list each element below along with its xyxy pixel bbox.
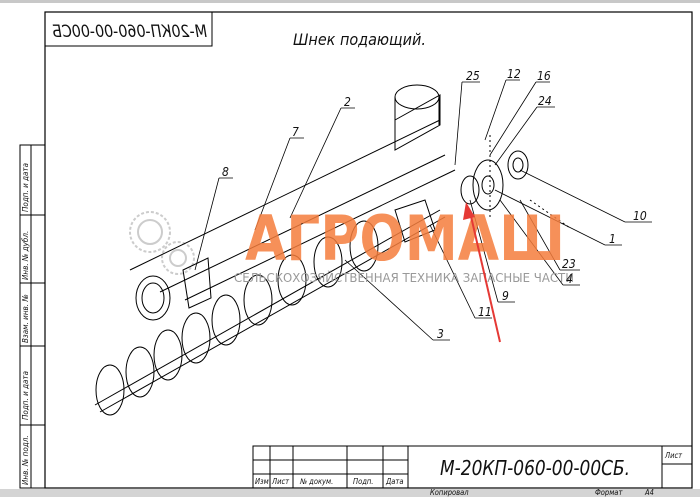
screw-flights xyxy=(94,209,446,416)
title-block xyxy=(252,445,693,489)
drawing-title: Шнек подающий. xyxy=(293,30,426,49)
watermark-brand: АГРОМАШ xyxy=(245,202,565,275)
sheet-label: Лист xyxy=(664,451,683,460)
pointer-arrow-icon xyxy=(463,202,501,343)
format-label: Формат xyxy=(595,488,623,497)
auger-assembly xyxy=(94,84,571,416)
callout-25: 25 xyxy=(466,69,480,83)
watermark-tagline: СЕЛЬСКОХОЗЯЙСТВЕННАЯ ТЕХНИКА ЗАПАСНЫЕ ЧА… xyxy=(234,270,574,285)
callout-10: 10 xyxy=(633,209,647,223)
status-strip xyxy=(0,489,700,497)
callout-3: 3 xyxy=(437,327,444,341)
callout-12: 12 xyxy=(507,67,521,81)
drawing-designation: М-20КП-060-00-00СБ. xyxy=(440,456,630,480)
col-doc: № докум. xyxy=(299,477,333,486)
callout-16: 16 xyxy=(537,69,551,83)
stamp-code-mirrored: М-20КП-060-00-00СБ xyxy=(52,22,207,42)
callout-9: 9 xyxy=(502,289,509,303)
col-izm: Изм xyxy=(255,477,269,486)
page-edge xyxy=(0,0,700,3)
strip-label: Подп. и дата xyxy=(21,371,30,420)
copied-label: Копировал xyxy=(430,488,469,497)
callout-8: 8 xyxy=(222,165,229,179)
strip-label: Подп. и дата xyxy=(21,163,30,212)
side-strip xyxy=(19,144,46,489)
callout-11: 11 xyxy=(478,305,492,319)
stamp-box xyxy=(44,11,213,47)
callout-1: 1 xyxy=(609,232,616,246)
callout-23: 23 xyxy=(562,257,576,271)
leader-lines xyxy=(194,79,652,341)
strip-label: Инв. № дубл. xyxy=(21,231,30,280)
gear-logo-icon xyxy=(129,211,195,275)
format-value: А4 xyxy=(644,488,654,497)
col-list: Лист xyxy=(271,477,290,486)
callout-2: 2 xyxy=(344,95,351,109)
callout-7: 7 xyxy=(292,125,299,139)
col-date: Дата xyxy=(385,477,403,486)
callout-4: 4 xyxy=(566,272,573,286)
strip-label: Инв. № подл. xyxy=(21,435,30,485)
col-sign: Подп. xyxy=(353,477,373,486)
strip-label: Взам. инв. № xyxy=(21,294,30,343)
callout-24: 24 xyxy=(538,94,552,108)
